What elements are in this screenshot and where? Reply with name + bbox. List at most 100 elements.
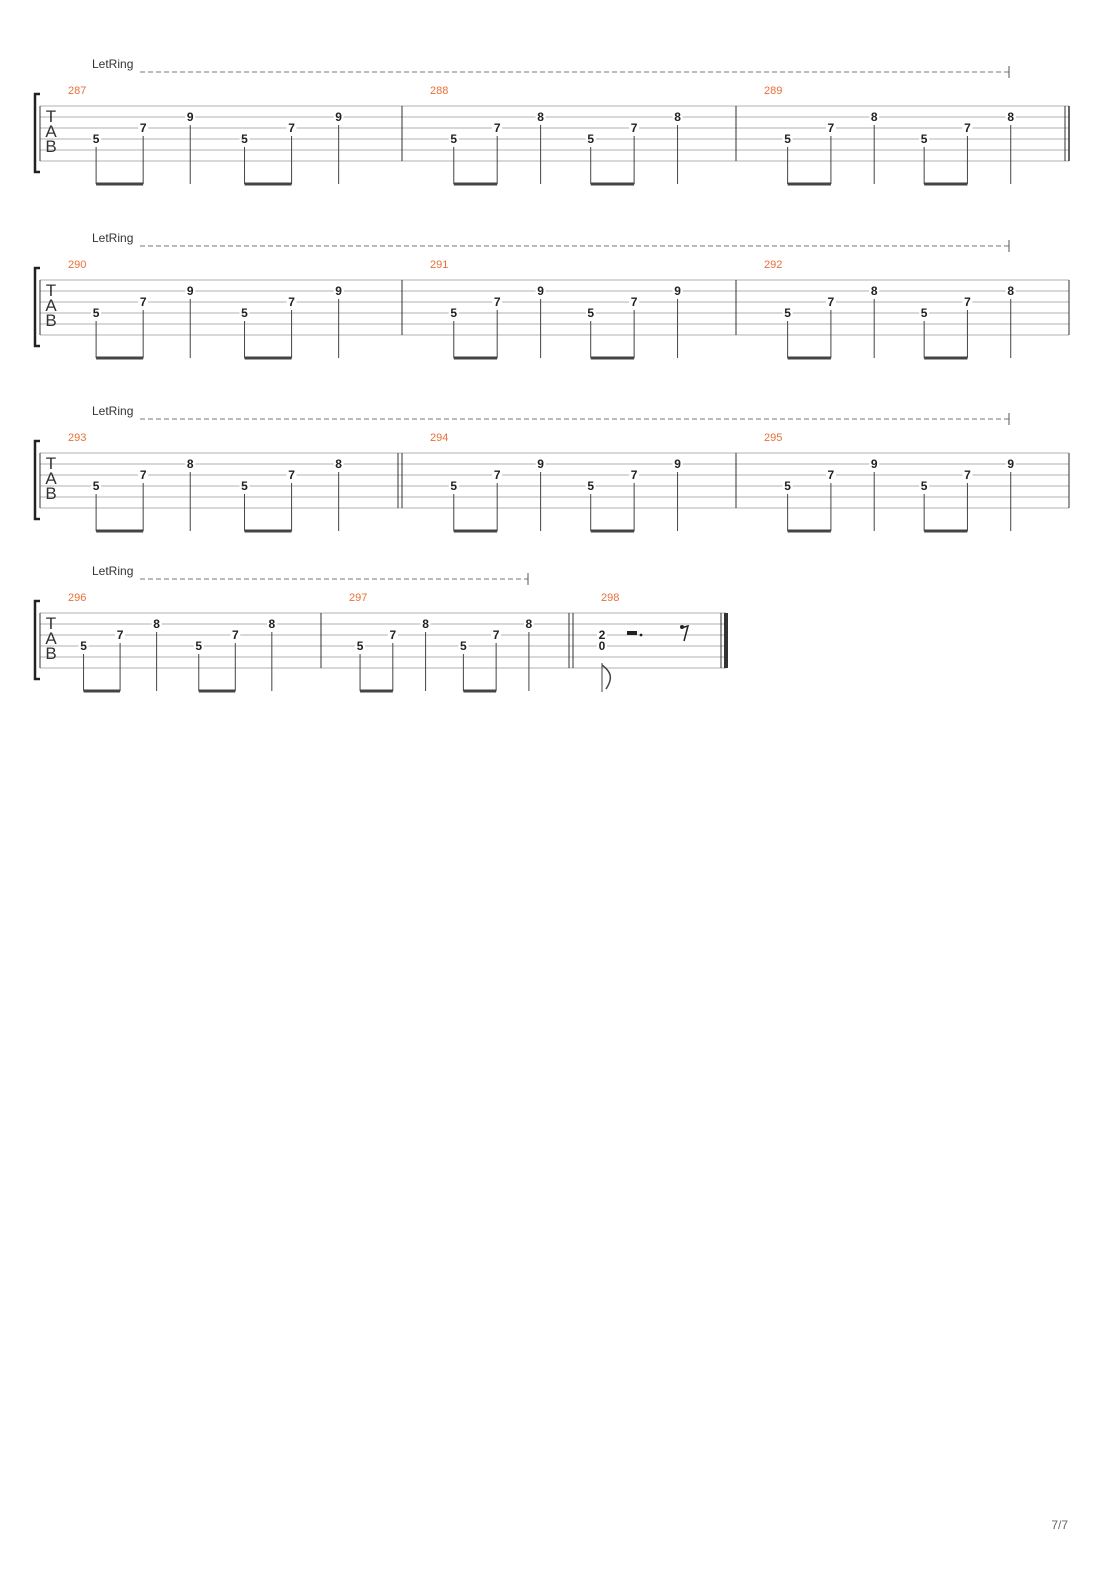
measure-number: 291 bbox=[430, 259, 448, 271]
fret-bg bbox=[782, 480, 793, 492]
measure-number: 290 bbox=[68, 259, 86, 271]
fret-number: 8 bbox=[187, 457, 194, 471]
tab-clef-letter: T bbox=[46, 281, 56, 300]
fret-number: 9 bbox=[537, 457, 544, 471]
fret-bg bbox=[448, 480, 459, 492]
fret-number: 7 bbox=[494, 121, 501, 135]
fret-bg bbox=[448, 133, 459, 145]
fret-number: 9 bbox=[871, 457, 878, 471]
tab-clef-letter: B bbox=[45, 137, 56, 156]
fret-bg bbox=[333, 458, 344, 470]
rest-dot bbox=[639, 633, 643, 637]
fret-number: 7 bbox=[288, 121, 295, 135]
fret-number: 5 bbox=[241, 479, 248, 493]
fret-number: 7 bbox=[964, 121, 971, 135]
fret-number: 7 bbox=[288, 295, 295, 309]
fret-number: 8 bbox=[1007, 110, 1014, 124]
let-ring-label: LetRing bbox=[92, 404, 133, 418]
fret-bg bbox=[138, 469, 149, 481]
fret-bg bbox=[115, 629, 126, 641]
let-ring-label: LetRing bbox=[92, 564, 133, 578]
system-bracket bbox=[33, 439, 40, 521]
fret-bg bbox=[869, 111, 880, 123]
fret-number: 5 bbox=[921, 479, 928, 493]
fret-bg bbox=[151, 618, 162, 630]
fret-bg bbox=[585, 480, 596, 492]
tab-clef-letter: B bbox=[45, 484, 56, 503]
fret-number: 9 bbox=[335, 284, 342, 298]
eighth-rest bbox=[680, 624, 690, 642]
fret-bg bbox=[239, 133, 250, 145]
system-bracket bbox=[33, 92, 40, 174]
fret-number: 7 bbox=[232, 628, 239, 642]
fret-number: 5 bbox=[587, 306, 594, 320]
fret-number: 5 bbox=[241, 306, 248, 320]
fret-bg bbox=[672, 285, 683, 297]
fret-bg bbox=[286, 469, 297, 481]
fret-bg bbox=[825, 122, 836, 134]
fret-number: 5 bbox=[450, 132, 457, 146]
measure-number: 292 bbox=[764, 259, 782, 271]
fret-bg bbox=[597, 640, 607, 652]
fret-bg bbox=[138, 122, 149, 134]
fret-number: 5 bbox=[93, 132, 100, 146]
fret-bg bbox=[962, 296, 973, 308]
fret-bg bbox=[448, 307, 459, 319]
fret-number: 5 bbox=[784, 132, 791, 146]
fret-number: 5 bbox=[784, 306, 791, 320]
fret-bg bbox=[193, 640, 204, 652]
fret-number: 8 bbox=[1007, 284, 1014, 298]
fret-bg bbox=[919, 133, 930, 145]
fret-bg bbox=[491, 629, 502, 641]
fret-number: 9 bbox=[335, 110, 342, 124]
fret-bg bbox=[535, 458, 546, 470]
fret-number: 5 bbox=[80, 639, 87, 653]
fret-number: 7 bbox=[631, 295, 638, 309]
fret-number: 9 bbox=[187, 284, 194, 298]
fret-bg bbox=[91, 480, 102, 492]
fret-number: 7 bbox=[828, 295, 835, 309]
fret-number: 8 bbox=[674, 110, 681, 124]
fret-number: 5 bbox=[357, 639, 364, 653]
note-flag bbox=[601, 664, 612, 690]
fret-number: 7 bbox=[140, 468, 147, 482]
fret-number: 7 bbox=[117, 628, 124, 642]
fret-bg bbox=[523, 618, 534, 630]
fret-number: 7 bbox=[389, 628, 396, 642]
fret-number: 5 bbox=[460, 639, 467, 653]
fret-bg bbox=[492, 122, 503, 134]
fret-number: 5 bbox=[450, 479, 457, 493]
fret-bg bbox=[629, 122, 640, 134]
fret-bg bbox=[535, 111, 546, 123]
fret-number: 8 bbox=[526, 617, 533, 631]
fret-number: 5 bbox=[195, 639, 202, 653]
fret-bg bbox=[597, 629, 607, 641]
fret-number: 5 bbox=[450, 306, 457, 320]
fret-number: 7 bbox=[494, 295, 501, 309]
fret-number: 7 bbox=[288, 468, 295, 482]
tab-clef-letter: A bbox=[45, 629, 57, 648]
fret-bg bbox=[919, 480, 930, 492]
let-ring-label: LetRing bbox=[92, 231, 133, 245]
fret-bg bbox=[185, 285, 196, 297]
fret-number: 7 bbox=[964, 295, 971, 309]
fret-number: 7 bbox=[631, 121, 638, 135]
fret-number: 7 bbox=[493, 628, 500, 642]
fret-bg bbox=[420, 618, 431, 630]
fret-number: 8 bbox=[153, 617, 160, 631]
tab-clef-letter: B bbox=[45, 311, 56, 330]
fret-bg bbox=[266, 618, 277, 630]
page-number: 7/7 bbox=[1051, 1518, 1068, 1532]
fret-bg bbox=[355, 640, 366, 652]
tab-clef-letter: A bbox=[45, 296, 57, 315]
fret-number: 5 bbox=[241, 132, 248, 146]
fret-number: 5 bbox=[93, 306, 100, 320]
fret-bg bbox=[78, 640, 89, 652]
fret-bg bbox=[185, 458, 196, 470]
tab-clef-letter: T bbox=[46, 107, 56, 126]
measure-number: 297 bbox=[349, 592, 367, 604]
system-bracket bbox=[33, 266, 40, 348]
system-bracket bbox=[33, 599, 40, 681]
fret-bg bbox=[672, 111, 683, 123]
